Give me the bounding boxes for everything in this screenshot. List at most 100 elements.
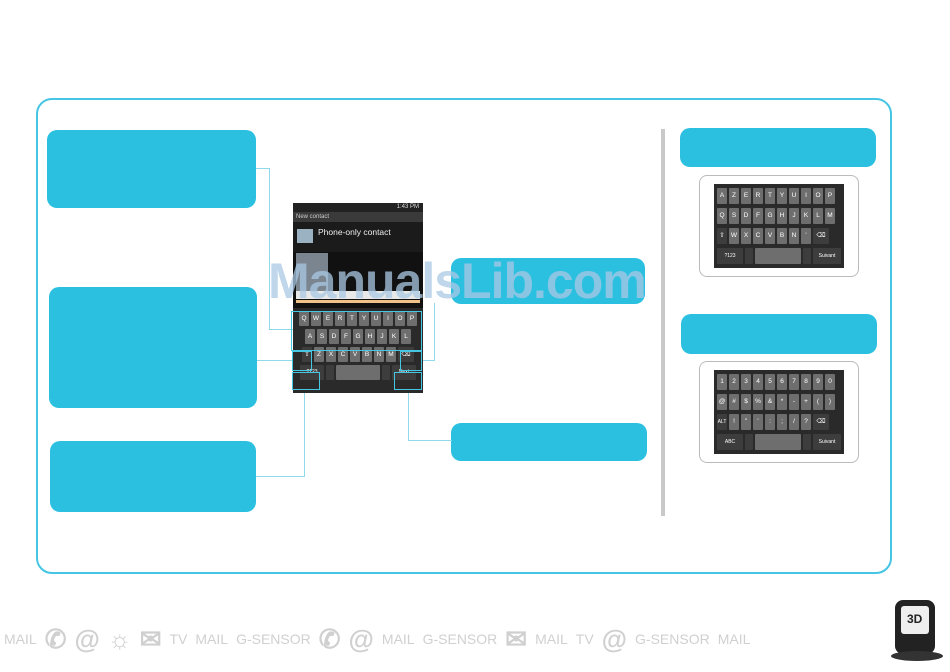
at-icon: @ bbox=[601, 623, 628, 654]
qwerty-keyboard: Q W E R T Y U I O P A S D F G H J K L ⇧ … bbox=[293, 308, 423, 393]
footer-icon-strip: MAIL ✆ @ ☼ ✉ TV MAIL G-SENSOR ✆ @ MAIL G… bbox=[0, 606, 884, 672]
mode-key: ABC bbox=[717, 434, 743, 450]
key[interactable]: K bbox=[389, 329, 399, 344]
highlight-next-key bbox=[394, 372, 422, 390]
phone-icon: ✆ bbox=[318, 623, 341, 654]
key: - bbox=[789, 394, 799, 410]
azerty-keyboard: A Z E R T Y U I O P Q S D F G H J K L M … bbox=[714, 184, 844, 268]
key[interactable]: U bbox=[371, 311, 381, 326]
key: ( bbox=[813, 394, 823, 410]
key[interactable]: T bbox=[347, 311, 357, 326]
name-field[interactable] bbox=[296, 291, 420, 299]
key[interactable]: D bbox=[329, 329, 339, 344]
key: ' bbox=[753, 414, 763, 430]
key: X bbox=[741, 228, 751, 244]
callout-top-left bbox=[47, 130, 256, 208]
key[interactable]: I bbox=[383, 311, 393, 326]
key[interactable]: B bbox=[362, 347, 372, 362]
period-key[interactable] bbox=[382, 365, 390, 380]
key[interactable]: L bbox=[401, 329, 411, 344]
connector-line bbox=[269, 168, 270, 330]
key[interactable]: F bbox=[341, 329, 351, 344]
footer-label: G-SENSOR bbox=[635, 631, 710, 647]
key: # bbox=[729, 394, 739, 410]
key[interactable]: J bbox=[377, 329, 387, 344]
key: ? bbox=[801, 414, 811, 430]
key: % bbox=[753, 394, 763, 410]
comma-key bbox=[745, 248, 753, 264]
connector-line bbox=[256, 168, 270, 169]
status-time: 1:43 PM bbox=[396, 204, 419, 210]
footer-label: G-SENSOR bbox=[422, 631, 498, 647]
key: ) bbox=[825, 394, 835, 410]
phone-icon: ✆ bbox=[44, 623, 67, 654]
key: 3 bbox=[741, 374, 751, 390]
space-key bbox=[755, 434, 801, 450]
key[interactable]: Z bbox=[314, 347, 324, 362]
callout-next bbox=[451, 423, 647, 461]
backspace-key: ⌫ bbox=[813, 414, 829, 430]
key: K bbox=[801, 208, 811, 224]
key[interactable]: X bbox=[326, 347, 336, 362]
key: 2 bbox=[729, 374, 739, 390]
key: S bbox=[729, 208, 739, 224]
footer-label: MAIL bbox=[4, 631, 37, 647]
key: 0 bbox=[825, 374, 835, 390]
symbols-keyboard-image: 1 2 3 4 5 6 7 8 9 0 @ # $ % & * - + ( ) … bbox=[699, 361, 859, 463]
key: I bbox=[801, 188, 811, 204]
key: * bbox=[777, 394, 787, 410]
connector-line bbox=[304, 390, 305, 477]
connector-line bbox=[408, 390, 409, 440]
key: P bbox=[825, 188, 835, 204]
connector-line bbox=[256, 476, 304, 477]
callout-azerty bbox=[680, 128, 876, 167]
key[interactable]: S bbox=[317, 329, 327, 344]
device-illustration: 3D bbox=[887, 592, 947, 662]
period-key bbox=[803, 434, 811, 450]
key: ; bbox=[777, 414, 787, 430]
key: : bbox=[765, 414, 775, 430]
key: 5 bbox=[765, 374, 775, 390]
footer-label: TV bbox=[575, 631, 594, 647]
alt-key: ALT bbox=[717, 414, 727, 430]
callout-backspace bbox=[451, 258, 645, 304]
key: 7 bbox=[789, 374, 799, 390]
device-label: 3D bbox=[907, 612, 923, 626]
key: N bbox=[789, 228, 799, 244]
connector-line bbox=[422, 360, 435, 361]
comma-key bbox=[745, 434, 753, 450]
key[interactable]: C bbox=[338, 347, 348, 362]
key[interactable]: N bbox=[374, 347, 384, 362]
key: E bbox=[741, 188, 751, 204]
key[interactable]: V bbox=[350, 347, 360, 362]
key: G bbox=[765, 208, 775, 224]
key: U bbox=[789, 188, 799, 204]
at-icon: @ bbox=[74, 623, 100, 654]
key: / bbox=[789, 414, 799, 430]
space-key[interactable] bbox=[336, 365, 380, 380]
highlight-shift-key bbox=[292, 351, 312, 371]
key: D bbox=[741, 208, 751, 224]
connector-line bbox=[408, 440, 452, 441]
key[interactable]: H bbox=[365, 329, 375, 344]
period-key bbox=[803, 248, 811, 264]
connector-line bbox=[434, 303, 435, 361]
key[interactable]: P bbox=[407, 311, 417, 326]
key: Q bbox=[717, 208, 727, 224]
key[interactable]: M bbox=[386, 347, 396, 362]
key[interactable]: E bbox=[323, 311, 333, 326]
key[interactable]: O bbox=[395, 311, 405, 326]
key[interactable]: Q bbox=[299, 311, 309, 326]
key: 4 bbox=[753, 374, 763, 390]
key[interactable]: G bbox=[353, 329, 363, 344]
symbols-keyboard: 1 2 3 4 5 6 7 8 9 0 @ # $ % & * - + ( ) … bbox=[714, 370, 844, 454]
shift-key[interactable]: ⇧ bbox=[302, 347, 312, 362]
highlight-mode-key bbox=[292, 372, 320, 390]
contact-photo[interactable] bbox=[296, 253, 328, 291]
key: R bbox=[753, 188, 763, 204]
key[interactable]: Y bbox=[359, 311, 369, 326]
key[interactable]: R bbox=[335, 311, 345, 326]
comma-key[interactable] bbox=[326, 365, 334, 380]
key[interactable]: W bbox=[311, 311, 321, 326]
key[interactable]: A bbox=[305, 329, 315, 344]
